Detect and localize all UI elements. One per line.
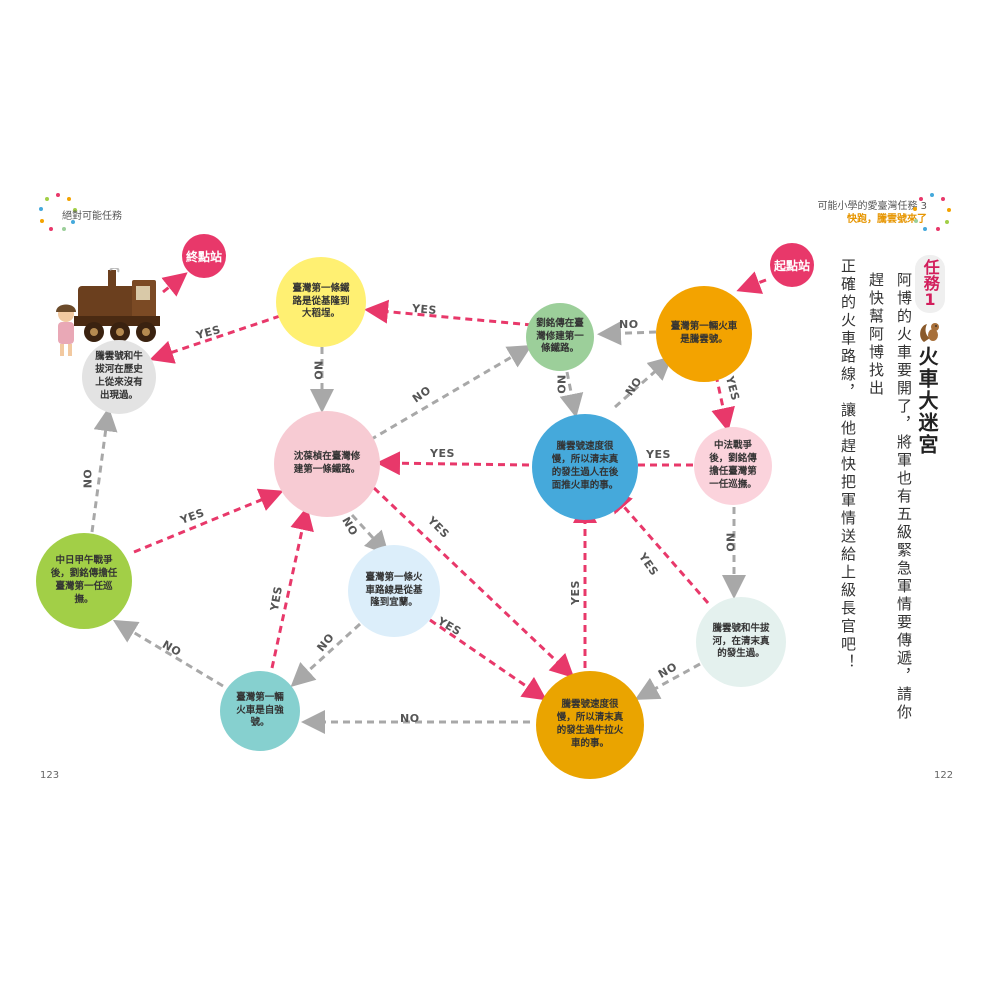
- node-shen-baozhen-railway: 沈葆楨在臺灣修建第一條鐵路。: [274, 411, 380, 517]
- edge-label-no: NO: [81, 468, 95, 489]
- header-left-title: 絕對可能任務: [62, 211, 122, 222]
- node-sino-japanese-war: 中日甲午戰爭後，劉銘傳擔任臺灣第一任巡撫。: [36, 533, 132, 629]
- node-text: 中日甲午戰爭後，劉銘傳擔任臺灣第一任巡撫。: [50, 555, 118, 605]
- node-tengyun-vs-cow-true: 騰雲號和牛拔河，在清末真的發生過。: [696, 597, 786, 687]
- end-station-badge: 終點站: [182, 234, 226, 278]
- node-first-train-tengyun: 臺灣第一輛火車是騰雲號。: [656, 286, 752, 382]
- node-liu-mingchuan-railway: 劉銘傳在臺灣修建第一條鐵路。: [526, 303, 594, 371]
- node-text: 臺灣第一條火車路線是從基隆到宜蘭。: [365, 571, 423, 609]
- edge-label-no: NO: [311, 360, 325, 381]
- node-text: 騰雲號和牛拔河，在清末真的發生過。: [712, 622, 770, 660]
- train-illustration: [48, 266, 166, 368]
- decorative-dot-ring-right: [912, 192, 952, 236]
- edge-label-yes: YES: [430, 447, 455, 460]
- edge-label-yes: YES: [646, 448, 671, 461]
- mission-badge-label: 任務: [920, 259, 940, 292]
- node-tengyun-vs-cow-never: 騰雲號和牛拔河在歷史上從來沒有出現過。: [82, 340, 156, 414]
- edge-label-yes: YES: [411, 301, 438, 318]
- mission-badge-number: 1: [924, 290, 936, 310]
- node-text: 騰雲號和牛拔河在歷史上從來沒有出現過。: [95, 351, 143, 401]
- header-right-title: 可能小學的愛臺灣任務 3: [817, 201, 927, 212]
- node-text: 劉銘傳在臺灣修建第一條鐵路。: [536, 317, 584, 355]
- mission-badge: 任務 1: [915, 255, 945, 313]
- edge-label-yes: YES: [568, 580, 582, 605]
- node-cow-pull-train: 騰雲號速度很慢，所以清末真的發生過牛拉火車的事。: [536, 671, 644, 779]
- mission-title: 火車大迷宮: [915, 346, 939, 456]
- page-number-right: 122: [934, 770, 954, 781]
- node-text: 騰雲號速度很慢，所以清末真的發生過牛拉火車的事。: [556, 699, 624, 749]
- edge-label-no: NO: [619, 318, 639, 331]
- edge-label-no: NO: [723, 532, 737, 553]
- node-text: 騰雲號速度很慢，所以清末真的發生過人在後面推火車的事。: [551, 441, 619, 491]
- node-first-train-ziqiang: 臺灣第一輛火車是自強號。: [220, 671, 300, 751]
- mission-body-column-2: 正確的火車路線，讓他趕快把軍情送給上級長官吧！: [839, 258, 857, 672]
- node-text: 臺灣第一輛火車是騰雲號。: [670, 321, 738, 345]
- node-text: 中法戰爭後，劉銘傳擔任臺灣第一任巡撫。: [709, 440, 757, 490]
- node-text: 臺灣第一條鐵路是從基隆到大稻埕。: [292, 282, 350, 320]
- page-number-left: 123: [40, 770, 60, 781]
- decorative-dot-ring-left: [38, 192, 78, 236]
- squirrel-icon: [918, 318, 944, 348]
- mission-body-column-1: 阿博的火車要開了，將軍也有五級緊急軍情要傳遞，請你趕快幫阿博找出: [867, 272, 913, 722]
- edge-label-no: NO: [400, 712, 420, 725]
- node-keelung-yilan: 臺灣第一條火車路線是從基隆到宜蘭。: [348, 545, 440, 637]
- header-right-subtitle: 快跑，騰雲號來了: [847, 214, 927, 225]
- node-keelung-dadaocheng: 臺灣第一條鐵路是從基隆到大稻埕。: [276, 257, 366, 347]
- edge-label-no: NO: [554, 374, 568, 395]
- node-text: 沈葆楨在臺灣修建第一條鐵路。: [293, 451, 361, 475]
- header-right: 可能小學的愛臺灣任務 3 快跑，騰雲號來了: [817, 200, 927, 226]
- node-sino-french-war: 中法戰爭後，劉銘傳擔任臺灣第一任巡撫。: [694, 427, 772, 505]
- node-text: 臺灣第一輛火車是自強號。: [236, 691, 284, 729]
- node-people-push-train: 騰雲號速度很慢，所以清末真的發生過人在後面推火車的事。: [532, 414, 638, 520]
- start-station-badge: 起點站: [770, 243, 814, 287]
